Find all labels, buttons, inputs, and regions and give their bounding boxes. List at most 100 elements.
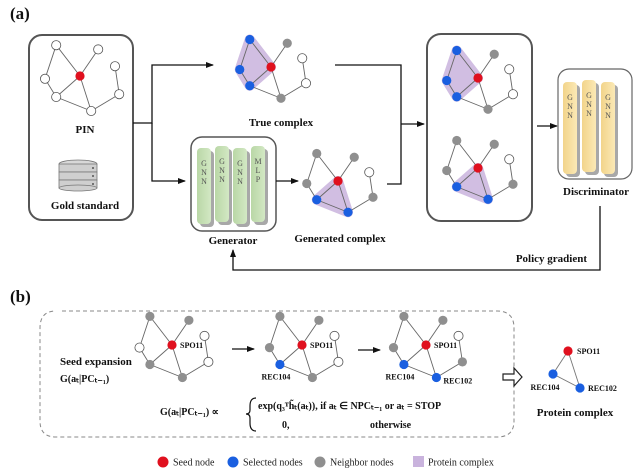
graph-edge <box>306 153 318 184</box>
neighbor-node <box>184 315 194 325</box>
other-node <box>504 154 515 165</box>
discriminator-label: Discriminator <box>563 186 629 198</box>
seed-node <box>297 340 307 350</box>
formula-lhs: G(aₜ|PCₜ₋₁) ∝ <box>160 407 219 418</box>
graph-edge <box>249 39 272 68</box>
layer-label: N <box>201 168 207 177</box>
graph-edge <box>337 180 349 213</box>
layer-label: N <box>567 111 573 120</box>
other-node <box>203 356 214 367</box>
layer-label: G <box>567 93 573 102</box>
graph-edge <box>456 50 479 79</box>
graph-edge <box>149 344 173 365</box>
legend-label: Neighbor nodes <box>330 458 394 469</box>
graph-edge <box>270 66 282 99</box>
seed-node <box>563 346 573 356</box>
selected-node <box>575 383 585 393</box>
true-complex-label: True complex <box>249 117 314 129</box>
neighbor-node <box>442 165 452 176</box>
graph-edge <box>425 344 437 378</box>
seed-node <box>473 73 483 83</box>
neighbor-node <box>489 139 499 149</box>
graph-edge <box>79 49 99 77</box>
layer-label: N <box>586 109 592 118</box>
policy-gradient-arrow <box>230 206 601 271</box>
selected-node <box>312 195 322 205</box>
graph-edge <box>55 44 81 77</box>
graph-edge <box>456 186 489 200</box>
formula-case-2-value: 0, <box>282 420 290 431</box>
neighbor-node <box>264 343 275 353</box>
neighbor-node <box>302 178 312 189</box>
true-complex-graph <box>234 34 311 103</box>
graph-edge <box>279 364 313 378</box>
graph-edge <box>279 344 303 365</box>
other-node <box>504 64 515 75</box>
selected-node <box>452 45 462 56</box>
graph-edge <box>403 344 427 365</box>
other-node <box>453 330 464 341</box>
layer-label: N <box>605 102 611 111</box>
pin-graph <box>40 40 125 117</box>
neighbor-node <box>314 315 324 325</box>
graph-edge <box>425 320 444 346</box>
neighbor-node <box>282 38 292 48</box>
graph-edge <box>316 180 339 201</box>
selected-node <box>275 359 285 370</box>
node-label: REC104 <box>261 373 290 382</box>
generated-complex-graph <box>302 148 378 218</box>
seed-expansion-box <box>39 310 515 438</box>
layer-label: N <box>219 175 225 184</box>
comparison-generated-graph <box>442 135 518 205</box>
graph-edge <box>403 364 437 378</box>
other-node <box>199 330 210 341</box>
seed-node <box>421 340 431 350</box>
selected-node <box>399 359 409 370</box>
graph-edge <box>456 167 479 188</box>
legend-neighbor-swatch <box>314 456 326 468</box>
layer-slab <box>233 148 247 224</box>
graph-edge <box>477 167 489 200</box>
result-arrow-icon <box>502 366 523 388</box>
layer-label: G <box>237 159 243 168</box>
graph-edge <box>477 143 495 169</box>
graph-edge <box>316 153 339 182</box>
selected-node <box>245 34 255 45</box>
layer-slab <box>197 148 211 224</box>
graph-edge <box>456 140 479 169</box>
neighbor-node <box>145 311 155 321</box>
seed-node <box>167 340 177 350</box>
node-label: REC104 <box>385 373 414 382</box>
graph-edge <box>552 373 581 389</box>
graph-edge <box>477 53 495 79</box>
graph-edge <box>149 364 183 378</box>
graph-edge <box>477 77 489 110</box>
layer-label: N <box>237 168 243 177</box>
layer-label: G <box>219 157 225 166</box>
neighbor-node <box>307 372 317 383</box>
selected-node <box>343 207 353 217</box>
gold-standard-label: Gold standard <box>51 200 119 212</box>
other-node <box>86 106 97 117</box>
graph-edge <box>239 39 251 70</box>
other-node <box>93 44 104 55</box>
graph-edge <box>337 156 355 182</box>
selected-node <box>431 372 441 383</box>
selected-node <box>245 81 255 91</box>
legend-label: Selected nodes <box>243 458 303 469</box>
legend-label: Protein complex <box>428 458 494 469</box>
layer-slab <box>601 82 615 174</box>
layer-slab <box>563 82 577 174</box>
other-node <box>507 89 518 100</box>
generated-complex-label: Generated complex <box>294 233 386 245</box>
graph-edge <box>56 96 92 112</box>
seed-node <box>75 71 85 81</box>
layer-label: G <box>201 159 207 168</box>
generator-label: Generator <box>209 235 258 247</box>
other-node <box>51 92 62 103</box>
